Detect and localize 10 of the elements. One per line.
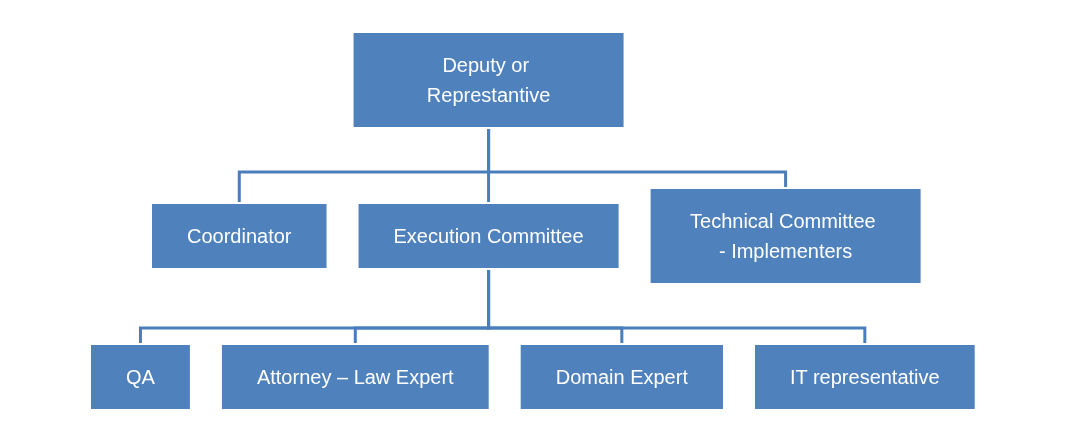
node-box: QA (88, 342, 192, 411)
node-box: Coordinator (149, 201, 329, 270)
node-box: Execution Committee (356, 201, 621, 270)
node-box: Deputy or Represtantive (351, 30, 626, 129)
node-box: Attorney – Law Expert (219, 342, 491, 411)
node-box: IT representative (752, 342, 977, 411)
node-box: Domain Expert (518, 342, 725, 411)
connector (486, 268, 866, 344)
connector (486, 127, 787, 188)
node-box: Technical Committee - Implementers (648, 186, 923, 285)
